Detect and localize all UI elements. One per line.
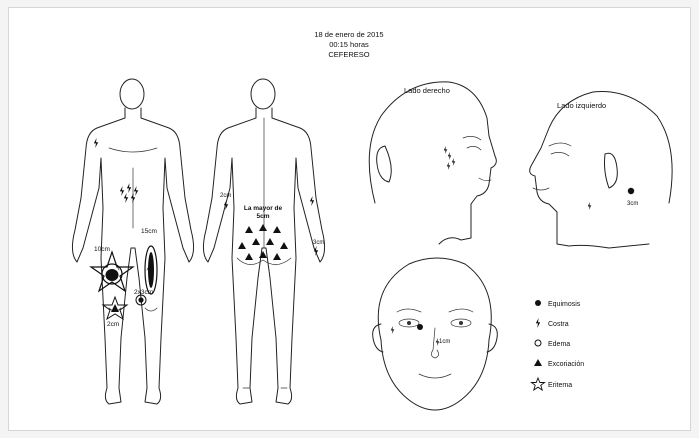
measure-front-shin: 2cm [107, 321, 119, 328]
ecchymosis-knee [138, 297, 143, 302]
buttocks-excoriation-cluster [238, 224, 288, 260]
legend-label: Excoriación [548, 361, 584, 368]
abdomen-scab-cluster [120, 183, 138, 203]
legend-item-excoriation: Excoriación [534, 359, 584, 368]
measure-back-size: 5cm [256, 213, 269, 220]
measure-left-side-neck: 3cm [627, 201, 638, 207]
face-front: 1cm [373, 258, 498, 410]
temple-scab-cluster [444, 146, 456, 170]
legend-item-erythema: Eritema [532, 378, 573, 390]
body-chart-canvas: 18 de enero de 2015 00:15 horas CEFERESO… [9, 8, 692, 432]
measure-back-arm: 2cm [220, 193, 231, 199]
legend-label: Edema [548, 341, 570, 348]
measure-face-cheek: 1cm [439, 339, 450, 345]
header-time: 00:15 horas [329, 40, 369, 49]
ecchymosis-thigh [148, 252, 154, 288]
legend-item-ecchymosis: Equimosis [535, 300, 581, 308]
legend-label: Eritema [548, 382, 572, 389]
measure-back-title: La mayor de [244, 205, 283, 212]
ecchymosis-neck [628, 188, 634, 194]
label-left-side: Lado izquierdo [557, 101, 606, 110]
label-right-side: Lado derecho [404, 86, 450, 95]
measure-front-knee: 2x3cm [134, 289, 153, 296]
legend-label: Equimosis [548, 301, 581, 308]
front-body-figure [72, 79, 193, 404]
injury-diagram-sheet: 18 de enero de 2015 00:15 horas CEFERESO… [8, 7, 691, 431]
ecchymosis-large [106, 269, 119, 281]
legend-label: Costra [548, 321, 569, 328]
header: 18 de enero de 2015 00:15 horas CEFERESO [314, 30, 383, 59]
header-date: 18 de enero de 2015 [314, 30, 383, 39]
scab-marker [94, 138, 98, 148]
head-right-side: Lado derecho [369, 82, 496, 244]
legend-item-scab: Costra [536, 318, 569, 328]
back-body-figure [203, 79, 324, 404]
measure-front-leg-right: 15cm [141, 228, 157, 235]
measure-back-forearm: 3cm [313, 240, 324, 246]
head-left-side: Lado izquierdo 3cm [530, 92, 672, 249]
scab-marker [588, 202, 592, 210]
measure-front-leg-left: 10cm [94, 246, 110, 253]
header-place: CEFERESO [328, 50, 369, 59]
legend: Equimosis Costra Edema Excoriación Erite… [532, 300, 585, 390]
scab-marker [314, 246, 318, 256]
scab-marker [310, 196, 314, 206]
scab-marker [391, 326, 395, 334]
legend-item-edema: Edema [535, 340, 570, 348]
ecchymosis-face [417, 324, 423, 330]
